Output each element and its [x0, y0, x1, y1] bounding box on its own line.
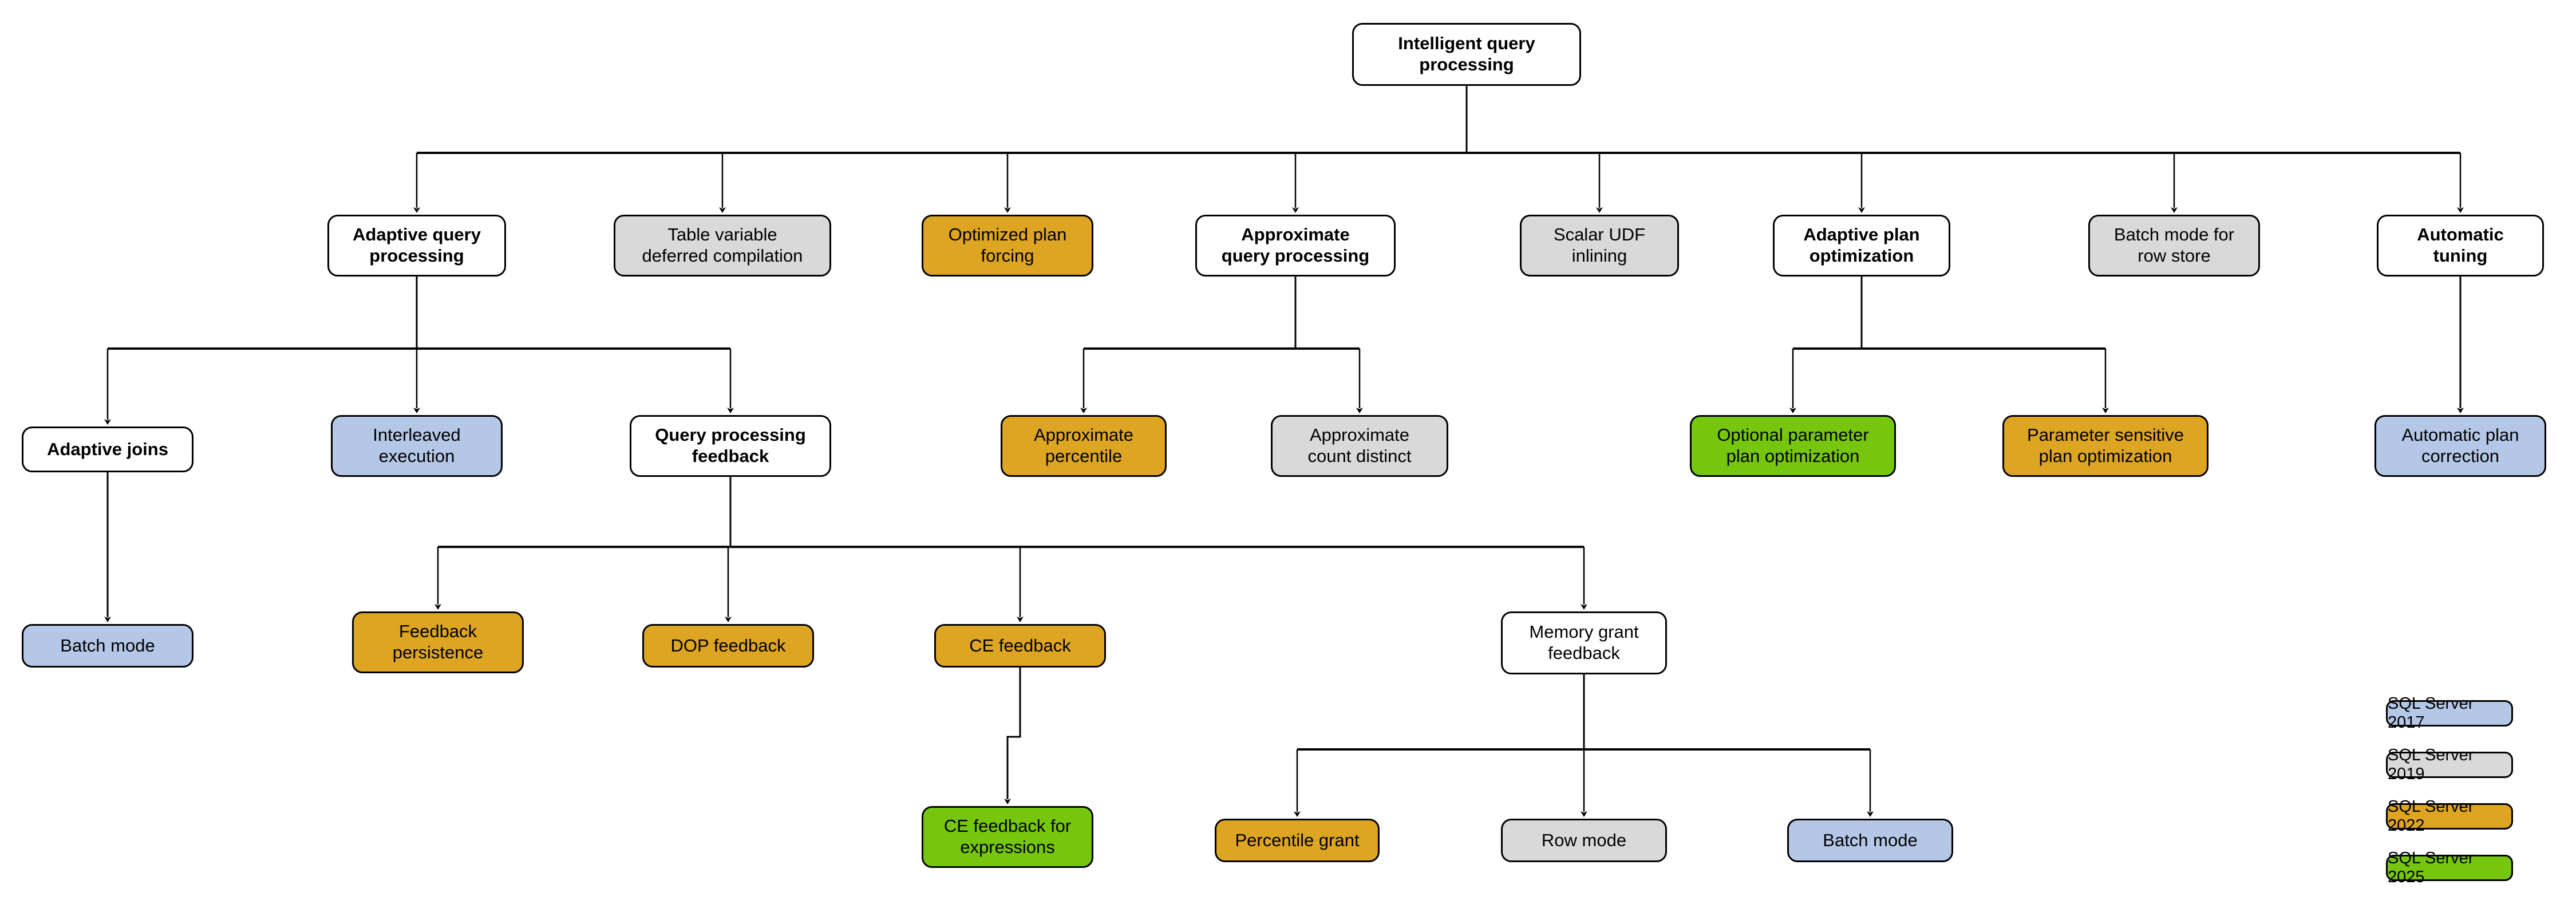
node-approx-qp[interactable]: Approximate query processing: [1195, 215, 1396, 277]
node-bm-bottom[interactable]: Batch mode: [1787, 819, 1953, 862]
node-apc[interactable]: Automatic plan correction: [2374, 415, 2546, 477]
node-pspo[interactable]: Parameter sensitive plan optimization: [2002, 415, 2208, 477]
node-approx-pct[interactable]: Approximate percentile: [1001, 415, 1167, 477]
node-aj-batch-mode[interactable]: Batch mode: [22, 624, 193, 668]
node-fb-persistence[interactable]: Feedback persistence: [352, 611, 524, 673]
node-ce-fb-expr[interactable]: CE feedback for expressions: [922, 806, 1093, 868]
node-approx-cd[interactable]: Approximate count distinct: [1271, 415, 1448, 477]
connector: [1004, 668, 1021, 804]
legend-2019: SQL Server 2019: [2386, 746, 2513, 783]
node-bmrs[interactable]: Batch mode for row store: [2088, 215, 2260, 277]
node-interleaved[interactable]: Interleaved execution: [331, 415, 503, 477]
node-qpf[interactable]: Query processing feedback: [630, 415, 831, 477]
node-tvdc[interactable]: Table variable deferred compilation: [614, 215, 831, 277]
legend-2022: SQL Server 2022: [2386, 797, 2513, 835]
node-mgf[interactable]: Memory grant feedback: [1501, 611, 1667, 674]
node-dop-feedback[interactable]: DOP feedback: [642, 624, 814, 668]
node-ce-feedback[interactable]: CE feedback: [934, 624, 1106, 668]
node-oppo[interactable]: Optional parameter plan optimization: [1690, 415, 1896, 477]
node-opf[interactable]: Optimized plan forcing: [922, 215, 1093, 277]
legend-2017: SQL Server 2017: [2386, 694, 2513, 732]
node-scalar-udf[interactable]: Scalar UDF inlining: [1520, 215, 1679, 277]
legend-2025: SQL Server 2025: [2386, 849, 2513, 886]
node-adaptive-joins[interactable]: Adaptive joins: [22, 427, 193, 472]
node-percentile-grant[interactable]: Percentile grant: [1215, 819, 1380, 862]
node-apo[interactable]: Adaptive plan optimization: [1773, 215, 1950, 277]
node-auto-tuning[interactable]: Automatic tuning: [2377, 215, 2544, 277]
node-adaptive-qp[interactable]: Adaptive query processing: [327, 215, 506, 277]
node-root[interactable]: Intelligent query processing: [1352, 23, 1581, 86]
node-row-mode[interactable]: Row mode: [1501, 819, 1667, 862]
